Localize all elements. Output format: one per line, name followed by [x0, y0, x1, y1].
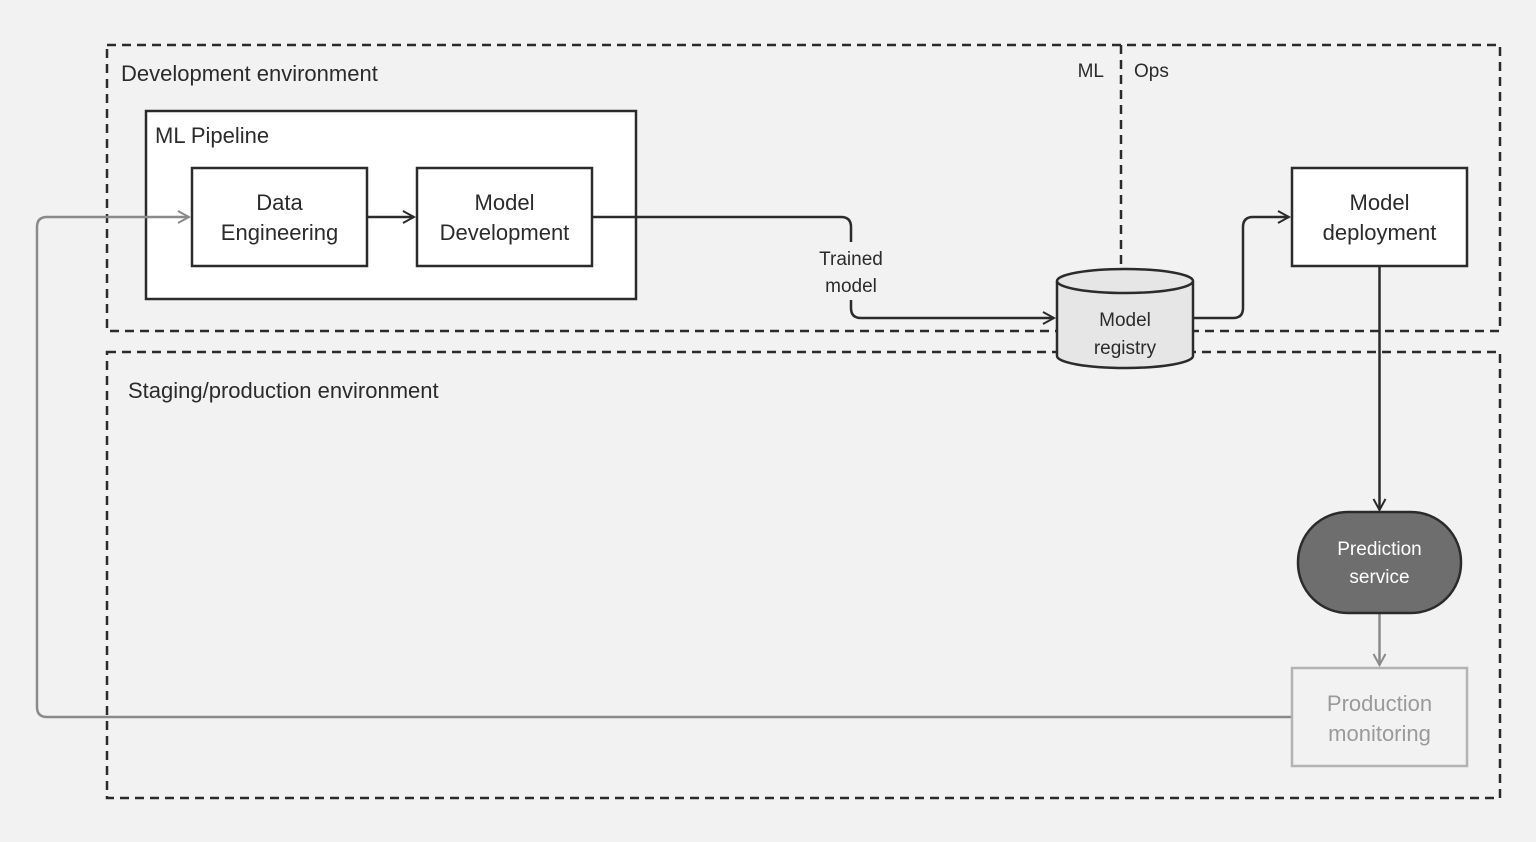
- trained-model-label-line1: Trained: [819, 249, 883, 270]
- data-engineering-label-line1: Data: [256, 190, 303, 215]
- model-registry-label-line2: registry: [1094, 338, 1157, 359]
- model-registry-node[interactable]: Model registry: [1055, 267, 1195, 370]
- production-monitoring-node[interactable]: Production monitoring: [1290, 666, 1469, 768]
- trained-model-label-line2: model: [825, 276, 877, 297]
- feedback-loop-arrow-monitoring-to-data-engineering: [35, 217, 1292, 719]
- ops-side-label: Ops: [1134, 61, 1169, 82]
- trained-model-label-bg: [812, 242, 892, 300]
- data-engineering-label-line2: Engineering: [221, 220, 338, 245]
- ml-side-label: ML: [1078, 61, 1104, 82]
- arrow-registry-to-model-deployment: [1193, 217, 1289, 320]
- production-monitoring-label-line2: monitoring: [1328, 721, 1431, 746]
- model-development-label-line1: Model: [475, 190, 535, 215]
- model-development-label-line2: Development: [440, 220, 570, 245]
- prediction-service-label-line1: Prediction: [1337, 539, 1422, 560]
- development-environment-title: Development environment: [121, 61, 378, 86]
- staging-production-environment-region: [105, 350, 1502, 800]
- model-development-node[interactable]: Model Development: [415, 166, 594, 268]
- staging-production-environment-title: Staging/production environment: [128, 378, 439, 403]
- development-environment-region: [105, 43, 1502, 333]
- prediction-service-label-line2: service: [1349, 567, 1409, 588]
- model-deployment-label-line1: Model: [1350, 190, 1410, 215]
- ml-pipeline-title: ML Pipeline: [155, 123, 269, 148]
- prediction-service-node[interactable]: Prediction service: [1296, 510, 1463, 615]
- model-registry-label-line1: Model: [1099, 310, 1151, 331]
- production-monitoring-label-line1: Production: [1327, 691, 1432, 716]
- data-engineering-node[interactable]: Data Engineering: [190, 166, 369, 268]
- model-deployment-label-line2: deployment: [1323, 220, 1437, 245]
- model-deployment-node[interactable]: Model deployment: [1290, 166, 1469, 268]
